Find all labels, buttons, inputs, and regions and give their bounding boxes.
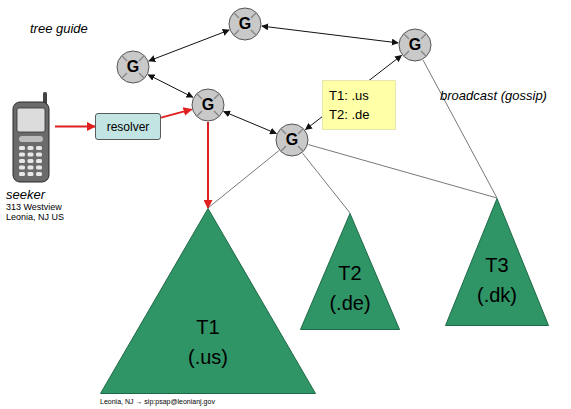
tree-triangle: T1(.us) [100,208,316,394]
phone-illustration [10,92,52,184]
resolver-box: resolver [95,113,161,140]
gossip-arrow [262,26,398,43]
tree-link [303,153,350,213]
query-arrow [161,109,192,117]
gateway-letter: G [202,97,214,113]
gateway-node: G [275,123,309,157]
tree-domain: (.us) [188,342,228,372]
gateway-letter: G [127,59,139,75]
gossip-note: broadcast (gossip) [440,88,547,103]
resolver-label: resolver [107,120,150,134]
tree-link [308,145,497,198]
gateway-node: G [191,88,225,122]
cache-entry: T2: .de [329,105,389,124]
tree-domain: (.dk) [477,280,517,310]
gateway-node: G [398,28,432,62]
gateway-letter: G [239,16,251,32]
seeker-title: seeker [6,187,72,202]
query-arrow [207,122,209,208]
tree-triangle: T2(.de) [300,213,400,330]
gossip-arrow [148,75,193,98]
tree-link [208,151,279,208]
mapping-note: Leonia, NJ → sip:psap@leonianj.gov [100,397,215,406]
title-note: tree guide [30,21,88,36]
gateway-node: G [228,7,262,41]
tree-link [423,60,497,198]
tree-name: T2 [338,258,361,288]
gossip-arrow [306,55,402,129]
gossip-arrow [149,30,229,61]
cache-entry: T1: .us [329,86,389,105]
tree-cache-note: T1: .usT2: .de [322,80,396,130]
seeker-phone: seeker313 Westview Leonia, NJ US [6,92,72,222]
query-arrow [55,126,95,128]
gateway-node: G [116,50,150,84]
gossip-arrow [224,112,277,134]
gateway-letter: G [286,132,298,148]
tree-name: T3 [485,250,508,280]
tree-triangle: T3(.dk) [445,198,549,326]
tree-name: T1 [196,312,219,342]
tree-domain: (.de) [329,288,370,318]
gateway-letter: G [409,37,421,53]
seeker-address: 313 Westview Leonia, NJ US [6,202,72,222]
